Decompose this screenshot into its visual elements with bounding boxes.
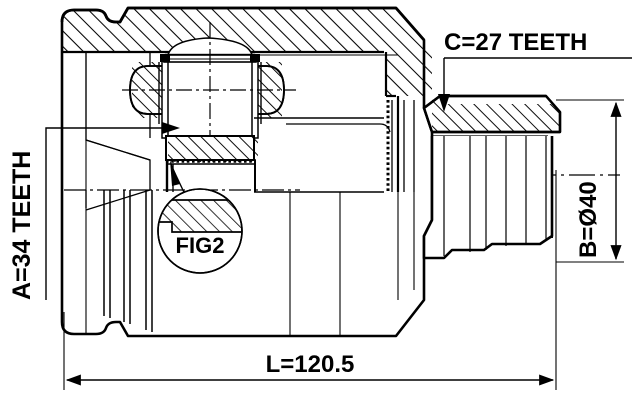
dimension-b-label: B=Ø40: [575, 181, 602, 258]
fig2-label: FIG2: [176, 233, 225, 258]
dimension-a-arrowhead: [162, 122, 180, 134]
tripod-roller-left: [129, 62, 165, 118]
dimension-c-spline: C=27 TEETH: [438, 29, 632, 112]
tripod-spider-assembly: [122, 22, 296, 192]
inner-race-bore: [254, 54, 398, 193]
dimension-c-label: C=27 TEETH: [444, 29, 587, 56]
dimension-l-label: L=120.5: [266, 351, 355, 378]
fig2-leader-arrowhead: [170, 160, 180, 186]
dimension-b-diameter: B=Ø40: [556, 99, 624, 263]
housing-lower-detail-lines: [289, 192, 433, 336]
dimension-c-arrowhead: [438, 94, 450, 112]
stub-shaft-spline: [386, 94, 562, 260]
dimension-a-label: A=34 TEETH: [8, 151, 36, 300]
dimension-a-spline: A=34 TEETH: [8, 122, 180, 300]
fig2-detail-view: FIG2: [157, 160, 243, 274]
dimension-l-length: L=120.5: [63, 170, 557, 390]
